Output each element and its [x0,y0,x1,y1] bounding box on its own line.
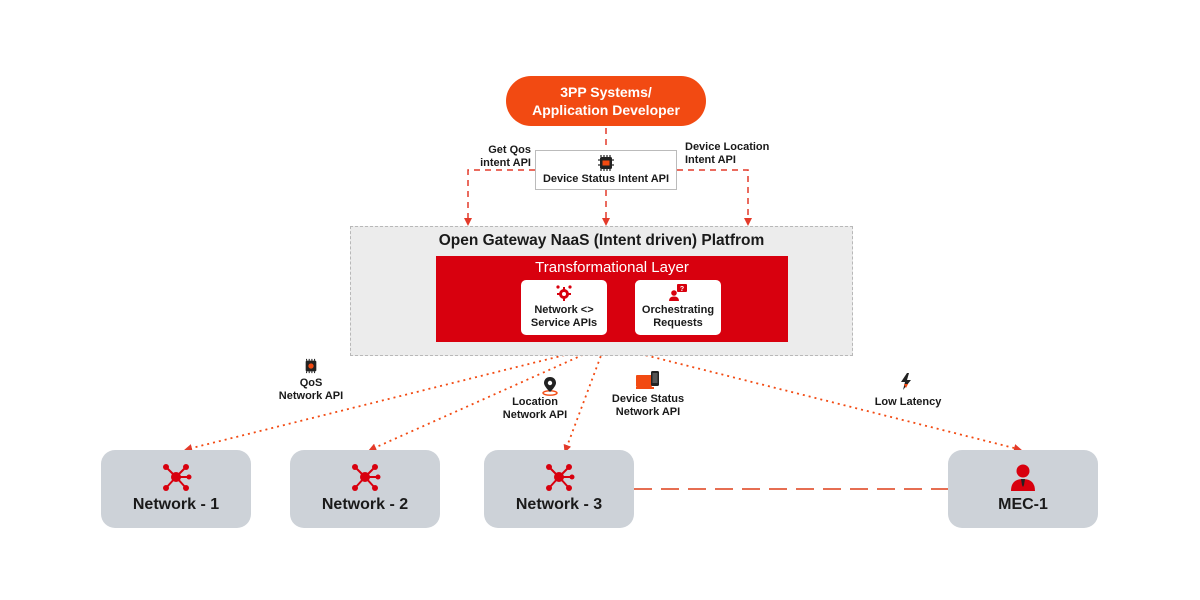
get-qos-line2: intent API [480,157,531,169]
arrow-network-3 [563,344,606,453]
node-label: Network - 3 [515,496,603,513]
api-chip-icon [598,155,614,171]
node-label: MEC-1 [998,496,1048,513]
device-location-line1: Device Location [685,141,770,153]
node-label: Network - 1 [132,496,220,513]
card2-line2: Requests [653,317,703,329]
location-network-api-label: Location Network API [490,396,580,422]
gear-network-icon [556,285,572,301]
qos-chip-icon [305,358,317,374]
get-qos-intent-label: Get Qos intent API [448,144,531,170]
device-location-intent-label: Device Location Intent API [685,141,795,167]
network-service-apis-card[interactable]: Network <> Service APIs [521,280,607,335]
svg-text:?: ? [680,286,684,293]
left-arrow [464,169,535,226]
user-question-icon: ? [669,284,687,301]
network-hub-icon [546,464,575,491]
network-hub-icon [163,464,192,491]
device-phone-icon [636,371,659,389]
lightning-icon [901,373,911,390]
network-3-node[interactable]: Network - 3 [484,450,634,528]
card2-text: Orchestrating Requests [642,304,714,330]
qos-line1: QoS [299,377,323,389]
qos-line2: Network API [278,390,344,402]
transformational-layer: Transformational Layer Network <> Servic… [436,256,788,342]
node-label: Network - 2 [321,496,409,513]
card1-text: Network <> Service APIs [531,304,597,330]
network-1-node[interactable]: Network - 1 [101,450,251,528]
location-line2: Network API [502,409,568,421]
card2-line1: Orchestrating [641,304,715,316]
card1-line2: Service APIs [530,317,598,329]
qos-network-api-label: QoS Network API [262,377,360,403]
device-status-network-api-label: Device Status Network API [598,393,698,419]
device-status-intent-label: Device Status Intent API [542,173,670,185]
layer-title: Transformational Layer [535,259,689,276]
naas-platform: Open Gateway NaaS (Intent driven) Platfr… [350,226,853,356]
location-pin-icon [542,377,558,396]
orchestrating-requests-card[interactable]: ? Orchestrating Requests [635,280,721,335]
app-developer-line1: 3PP Systems/ [560,84,652,100]
device-location-line2: Intent API [685,154,736,166]
user-icon [1011,464,1035,491]
device-status-intent-box[interactable]: Device Status Intent API [535,150,677,190]
low-latency-label: Low Latency [874,396,942,408]
network-2-node[interactable]: Network - 2 [290,450,440,528]
arrow-mec-1 [604,344,1022,452]
device-status-line1: Device Status [611,393,685,405]
location-line1: Location [512,396,558,408]
arrow-network-2 [368,344,606,452]
platform-title: Open Gateway NaaS (Intent driven) Platfr… [438,232,765,249]
right-arrow [677,169,752,226]
card1-line1: Network <> [534,304,594,316]
device-status-line2: Network API [615,406,681,418]
app-developer-node[interactable]: 3PP Systems/ Application Developer [506,76,706,126]
mec-1-node[interactable]: MEC-1 [948,450,1098,528]
network-hub-icon [352,464,381,491]
get-qos-line1: Get Qos [488,144,531,156]
app-developer-line2: Application Developer [532,102,680,118]
